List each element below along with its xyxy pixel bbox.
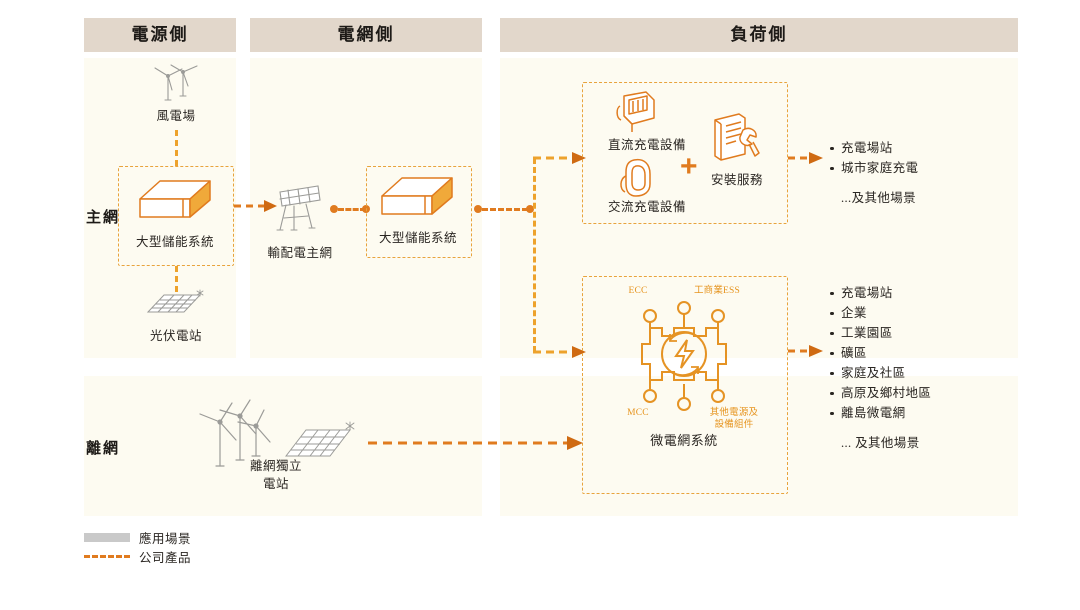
legend-label-product: 公司產品 <box>139 551 192 565</box>
list-item: 企業 <box>828 303 931 323</box>
column-header-grid: 電網側 <box>250 18 482 52</box>
microgrid-box[interactable] <box>582 276 788 494</box>
column-header-load: 負荷側 <box>500 18 1018 52</box>
battery-container-icon <box>378 170 458 222</box>
panel-load-offgrid <box>500 376 1018 516</box>
connector-dot-left <box>330 205 338 213</box>
row-label-off-grid: 離網 <box>86 441 121 457</box>
trunk-dot-left <box>474 205 482 213</box>
list-item: 家庭及社區 <box>828 363 931 383</box>
trunk-horizontal <box>482 208 528 211</box>
microgrid-scenarios-list: 充電場站 企業 工業園區 礦區 家庭及社區 高原及鄉村地區 離島微電網 ... … <box>828 283 931 453</box>
charging-scenarios-list: 充電場站 城市家庭充電 ...及其他場景 <box>828 138 918 208</box>
microgrid-label-mcc: MCC <box>627 408 649 418</box>
microgrid-label-other-line1: 其他電源及 <box>709 408 759 418</box>
list-tail: ... 及其他場景 <box>841 436 920 450</box>
list-item: 充電場站 <box>828 283 931 303</box>
ac-charger-caption: 交流充電設備 <box>607 200 686 214</box>
arrow-to-microgrid-box <box>533 344 587 360</box>
connector-ess-to-pv <box>175 266 178 292</box>
list-item: 高原及鄉村地區 <box>828 383 931 403</box>
microgrid-label-ecc: ECC <box>628 286 648 296</box>
connector-wind-to-ess <box>175 130 178 166</box>
wind-farm-caption: 風電場 <box>156 109 196 123</box>
list-tail: ...及其他場景 <box>841 191 917 205</box>
install-service-icon <box>705 110 763 166</box>
arrow-microgrid-to-scenarios <box>788 343 824 359</box>
legend: 應用場景 公司產品 <box>84 528 191 566</box>
wind-turbine-icon <box>198 398 284 474</box>
connector-grid-link <box>338 208 366 211</box>
supply-ess-caption: 大型儲能系統 <box>135 235 214 249</box>
trunk-dot-right <box>526 205 534 213</box>
ac-charger-icon <box>616 156 658 202</box>
row-label-main-grid: 主網 <box>86 210 121 226</box>
solar-panel-icon <box>284 420 360 466</box>
panel-supply-offgrid <box>84 376 482 516</box>
legend-row-product: 公司產品 <box>84 547 191 566</box>
column-header-supply: 電源側 <box>84 18 236 52</box>
grid-ess-box[interactable] <box>366 166 472 258</box>
list-item: 離島微電網 <box>828 403 931 423</box>
offgrid-station-caption-line2: 電站 <box>262 476 289 491</box>
plus-sign: + <box>680 150 698 183</box>
offgrid-station-caption: 離網獨立 電站 <box>220 458 332 493</box>
transmission-tower-icon <box>272 178 326 234</box>
charging-products-box[interactable] <box>582 82 788 224</box>
dc-charger-caption: 直流充電設備 <box>607 138 686 152</box>
trunk-vertical <box>533 158 536 352</box>
list-item: 城市家庭充電 <box>828 158 918 178</box>
legend-label-scenario: 應用場景 <box>139 532 192 546</box>
supply-ess-box[interactable] <box>118 166 234 266</box>
microgrid-label-other-line2: 設備組件 <box>714 420 754 430</box>
pv-station-caption: 光伏電站 <box>149 329 202 343</box>
arrow-charging-to-scenarios <box>788 150 824 166</box>
transmission-caption: 輸配電主網 <box>267 246 333 260</box>
install-service-caption: 安裝服務 <box>710 173 763 187</box>
arrow-offgrid-to-microgrid <box>368 435 584 451</box>
microgrid-label-ci-ess: 工商業ESS <box>693 286 741 296</box>
dc-charger-icon <box>612 88 660 134</box>
offgrid-station-caption-line1: 離網獨立 <box>249 459 302 473</box>
panel-load-main <box>500 58 1018 358</box>
microgrid-caption: 微電網系統 <box>650 433 718 448</box>
microgrid-gear-icon <box>630 300 738 412</box>
legend-row-scenario: 應用場景 <box>84 528 191 547</box>
solar-panel-icon <box>146 288 208 322</box>
grid-ess-caption: 大型儲能系統 <box>378 231 457 245</box>
legend-swatch-scenario <box>84 533 130 542</box>
battery-container-icon <box>136 173 216 225</box>
arrow-to-charging-box <box>533 150 587 166</box>
list-item: 充電場站 <box>828 138 918 158</box>
wind-turbine-icon <box>152 62 200 104</box>
arrow-supply-to-grid <box>234 198 278 214</box>
legend-swatch-product <box>84 555 130 558</box>
list-item: 礦區 <box>828 343 931 363</box>
list-item: 工業園區 <box>828 323 931 343</box>
